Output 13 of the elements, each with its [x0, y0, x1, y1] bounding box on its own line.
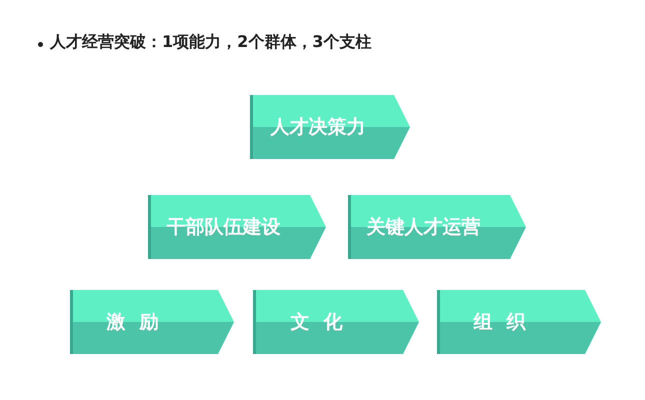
arrow-box [348, 195, 526, 259]
arrow-box [148, 195, 326, 259]
box-label: 人才决策力 [270, 115, 366, 140]
arrow-box [253, 290, 419, 354]
box-label: 文化 [290, 310, 357, 335]
arrow-box [437, 290, 601, 354]
box-label: 关键人才运营 [366, 215, 481, 240]
box-label: 激励 [106, 310, 173, 335]
box-label: 干部队伍建设 [166, 215, 281, 240]
box-label: 组织 [474, 310, 540, 335]
title: 人才经营突破：1项能力，2个群体，3个支柱 [50, 32, 372, 53]
arrow-box [70, 290, 234, 354]
arrow-box [250, 95, 410, 159]
